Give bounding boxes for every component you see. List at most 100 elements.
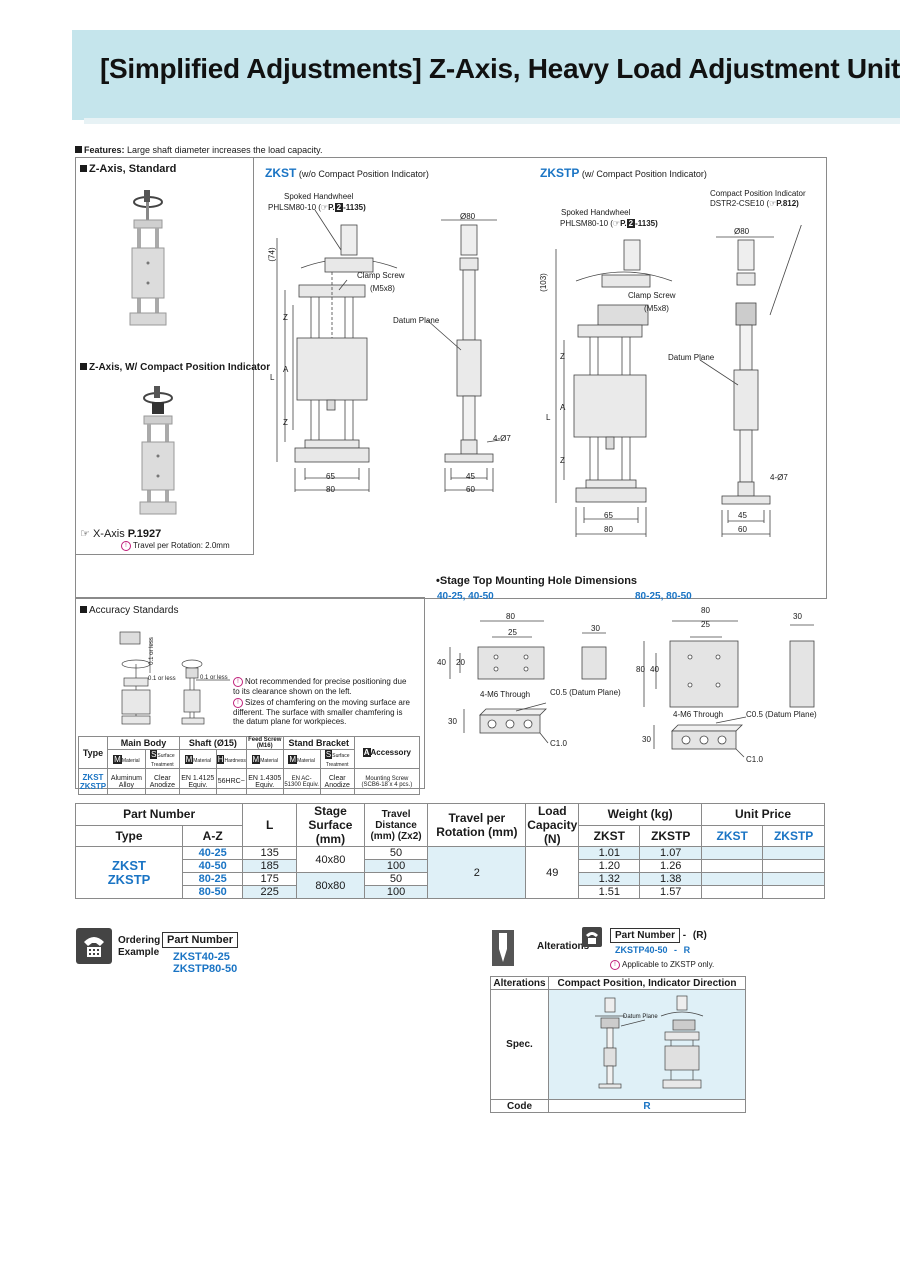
part-number-table: Part Number L Stage Surface (mm) Travel …: [74, 803, 825, 899]
zkst-dim-z2: Z: [283, 418, 288, 427]
zkstp-dim-l: L: [546, 413, 551, 422]
th-weight: Weight (kg): [578, 803, 703, 826]
mount-b-through: 4-M6 Through: [673, 710, 724, 719]
zkst-clamp-size: (M5x8): [370, 284, 395, 293]
th-part-number: Part Number: [74, 803, 244, 826]
alt-h-compact: Compact Position, Indicator Direction: [548, 976, 746, 990]
mat-sub-m1: MMaterial: [107, 749, 146, 769]
td-price-zkstp[interactable]: [762, 846, 825, 860]
note-icon: !: [121, 541, 131, 551]
ordering-pn-box: Part Number: [162, 930, 239, 948]
mount-a-20: 20: [456, 658, 465, 667]
page-ref-icon: ☞: [769, 199, 777, 208]
zkstp-clamp-size: (M5x8): [644, 304, 669, 313]
alteration-phone-icon: [582, 927, 602, 947]
td-price-zkstp[interactable]: [762, 885, 825, 899]
zkst-dim-74: (74): [267, 247, 277, 262]
accuracy-note2-text: Sizes of chamfering on the moving surfac…: [233, 698, 410, 726]
zkst-dim-65: 65: [326, 472, 335, 481]
standard-heading: Z-Axis, Standard: [80, 163, 176, 175]
alt-spec-label: Spec.: [490, 989, 549, 1100]
zkstp-indicator-part: DSTR2-CSE10 (☞P.812): [710, 199, 799, 208]
td-price-zkst[interactable]: [701, 885, 764, 899]
accuracy-note1: !Not recommended for precise positioning…: [233, 677, 413, 696]
note-icon: !: [610, 960, 620, 970]
mount-a-c10: C1.0: [550, 739, 567, 748]
mat-m-text: Material: [121, 757, 140, 764]
mat-m-icon: M: [288, 754, 298, 764]
zkstp-dim-z1: Z: [560, 352, 565, 361]
title-banner-shadow: [84, 118, 900, 124]
mat-s-text: Surface Treatment: [325, 753, 350, 768]
page-ref-icon: ☞: [320, 203, 329, 212]
mount-b-30b: 30: [642, 735, 651, 744]
zkst-dim-a: A: [283, 365, 289, 374]
td-stage: 80x80: [296, 872, 365, 899]
alteration-pn-row: Part Number - (R): [610, 928, 707, 943]
zkst-ref-vol: 2: [334, 203, 344, 212]
bullet-square-icon: [75, 146, 82, 153]
mount-b-chamfer: C0.5 (Datum Plane): [746, 710, 817, 719]
th-price-zkst: ZKST: [701, 824, 764, 847]
accuracy-tol1: 0.1 or less: [148, 637, 155, 665]
mat-m-icon: M: [251, 754, 261, 764]
mat-m-icon: M: [113, 754, 122, 764]
zkst-handwheel-part: PHLSM80-10 (☞P.2-1135): [268, 203, 366, 212]
zkst-ref-p: P.: [328, 203, 335, 212]
td-price-zkst[interactable]: [701, 859, 764, 873]
td-weight-zkst: 1.32: [578, 872, 641, 886]
alt-spec-drawing: [595, 995, 704, 1089]
mounting-hole-drawing: [449, 620, 815, 758]
ordering-ex2: ZKSTP80-50: [173, 963, 238, 975]
mat-bracket-material: EN AC-51300 Equiv.: [282, 768, 321, 795]
td-weight-zkstp: 1.38: [639, 872, 703, 886]
zkstp-dim-45: 45: [738, 511, 747, 520]
mount-a-30b: 30: [448, 717, 457, 726]
td-az: 80-25: [182, 872, 244, 886]
travel-note: !Travel per Rotation: 2.0mm: [121, 541, 230, 551]
mat-m-icon: M: [184, 754, 194, 764]
td-price-zkstp[interactable]: [762, 859, 825, 873]
mount-a-through: 4-M6 Through: [480, 690, 531, 699]
indicator-label: Z-Axis, W/ Compact Position Indicator: [89, 362, 271, 373]
page-title: [Simplified Adjustments] Z-Axis, Heavy L…: [100, 53, 900, 84]
zkstp-ref-p: P.: [620, 219, 627, 228]
td-price-zkstp[interactable]: [762, 872, 825, 886]
zkst-heading: ZKST (w/o Compact Position Indicator): [265, 166, 429, 180]
bullet-square-icon: [80, 606, 87, 613]
mat-h-type: Type: [78, 736, 108, 769]
td-price-zkst[interactable]: [701, 872, 764, 886]
alteration-dash: -: [682, 930, 687, 941]
phone-icon: [586, 932, 598, 944]
mount-b-80v: 80: [636, 665, 645, 674]
mat-type2: ZKSTP: [79, 781, 107, 791]
features-line: Features: Large shaft diameter increases…: [75, 145, 322, 155]
mat-h-text: Hardness: [224, 757, 246, 764]
zkstp-indicator-part-text: DSTR2-CSE10 (: [710, 199, 770, 208]
ordering-label1: Ordering: [118, 935, 161, 946]
xaxis-link[interactable]: ☞ X-Axis P.1927: [80, 527, 161, 540]
xaxis-text: X-Axis: [92, 528, 125, 540]
phone-order-icon: [76, 928, 112, 964]
td-stage: 40x80: [296, 846, 365, 873]
th-price: Unit Price: [701, 803, 825, 826]
zkst-handwheel-label: Spoked Handwheel: [284, 192, 354, 201]
zkst-clamp-label: Clamp Screw: [357, 271, 405, 280]
mounting-set-b: 80-25, 80-50: [635, 591, 692, 602]
mat-accessory: Mounting Screw (SCB6-18 x 4 pcs.): [353, 768, 421, 795]
zkstp-dim-a: A: [560, 403, 566, 412]
page-ref-icon: ☞: [612, 219, 621, 228]
accuracy-heading: Accuracy Standards: [80, 605, 179, 616]
zkst-dim-80: 80: [326, 485, 335, 494]
mat-sub-h: HHardness: [215, 749, 247, 769]
td-l: 185: [242, 859, 298, 873]
mat-h-acc-text: Accessory: [370, 748, 412, 757]
zkst-dim-60: 60: [466, 485, 475, 494]
zkst-desc: (w/o Compact Position Indicator): [298, 169, 429, 179]
mat-s-icon: S: [324, 750, 333, 759]
td-price-zkst[interactable]: [701, 846, 764, 860]
td-travel: 100: [363, 885, 429, 899]
indicator-heading: Z-Axis, W/ Compact Position Indicator: [80, 362, 270, 373]
